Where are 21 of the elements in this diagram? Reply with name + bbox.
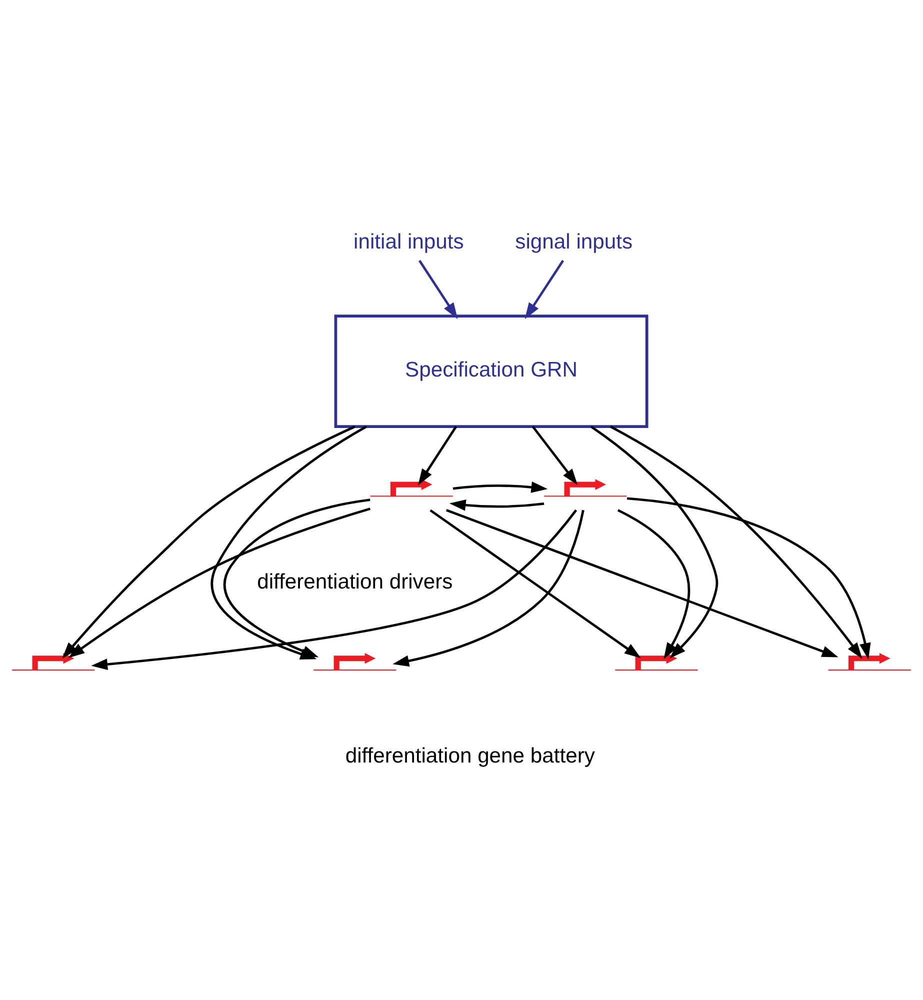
arrow: [68, 508, 371, 658]
arrow: [532, 426, 578, 486]
arrow: [446, 509, 838, 658]
arrow: [590, 426, 718, 658]
node-text: signal inputs: [515, 230, 633, 254]
arrow: [524, 260, 564, 320]
arrow: [418, 426, 458, 486]
arrow: [626, 497, 871, 660]
node-box: Specification GRN: [334, 314, 648, 428]
arrow: [449, 499, 544, 511]
arrow: [392, 510, 584, 667]
arrow: [418, 260, 458, 320]
node-text: initial inputs: [354, 230, 464, 254]
arrow: [610, 426, 862, 659]
label: differentiation gene battery: [345, 744, 595, 768]
arrow: [224, 498, 370, 658]
arrow: [91, 509, 578, 670]
arrow: [430, 509, 641, 658]
label: differentiation drivers: [257, 570, 453, 594]
arrow: [452, 482, 548, 493]
arrow: [617, 509, 690, 660]
